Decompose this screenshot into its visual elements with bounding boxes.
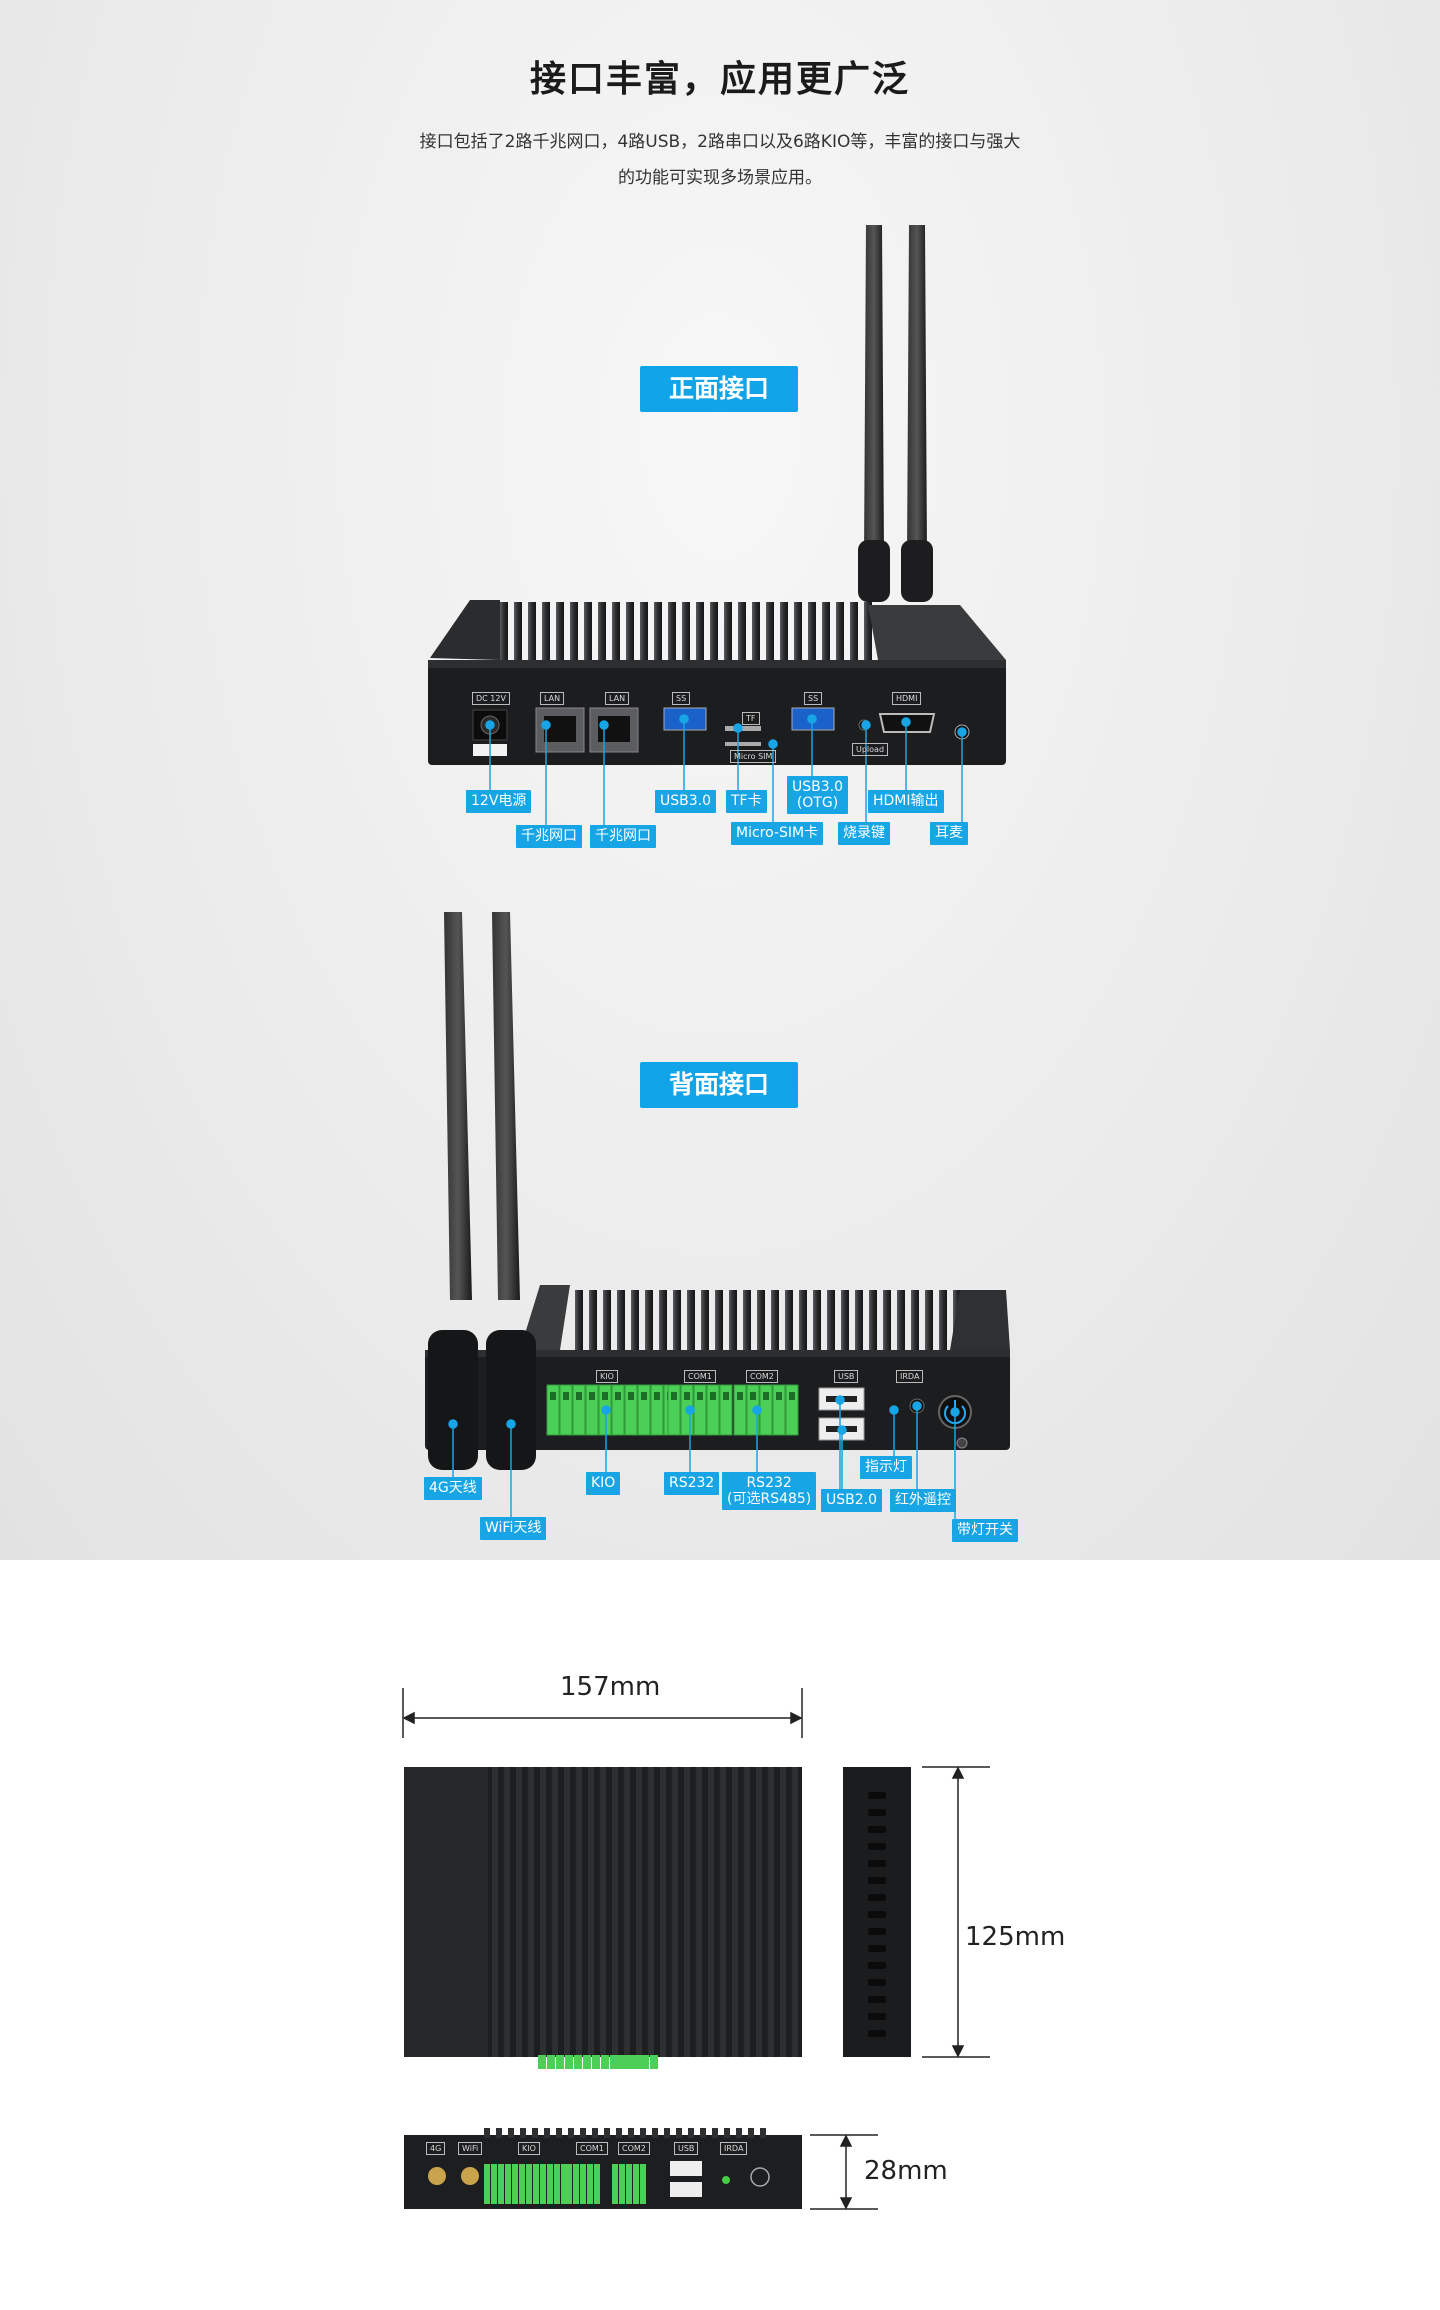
- dimension-drawings: [402, 1688, 990, 2210]
- port-tag-com2: COM2: [746, 1370, 778, 1383]
- label-gigabit-lan2: 千兆网口: [590, 825, 656, 848]
- label-wifi-antenna: WiFi天线: [480, 1517, 547, 1540]
- mini-tag-wifi: WiFi: [458, 2142, 483, 2155]
- page-title: 接口丰富，应用更广泛: [529, 59, 910, 100]
- label-4g-antenna: 4G天线: [424, 1477, 482, 1500]
- mini-tag-usb: USB: [674, 2142, 699, 2155]
- port-tag-lan1: LAN: [540, 692, 565, 705]
- label-rs232-rs485-line1: RS232: [746, 1475, 792, 1491]
- label-power-switch: 带灯开关: [952, 1519, 1018, 1542]
- front-antennas: [858, 225, 933, 602]
- port-tag-usb: USB: [834, 1370, 859, 1383]
- mini-tag-4g: 4G: [426, 2142, 446, 2155]
- mini-tag-com1: COM1: [576, 2142, 608, 2155]
- port-tag-tf: TF: [742, 712, 760, 725]
- label-hdmi-out: HDMI输出: [868, 790, 944, 813]
- port-tag-ss1: SS: [672, 692, 691, 705]
- label-rs232-rs485: RS232 (可选RS485): [722, 1472, 817, 1510]
- dimension-section: 157mm 125mm 28mm 4G WiFi KIO COM1 COM2 U…: [0, 1560, 1440, 2310]
- intro-text-line1: 接口包括了2路千兆网口，4路USB，2路串口以及6路KIO等，丰富的接口与强大: [419, 132, 1021, 152]
- label-ear-mic: 耳麦: [930, 822, 968, 845]
- mini-tag-com2: COM2: [618, 2142, 650, 2155]
- back-device-illustration: [425, 912, 1010, 1520]
- port-tag-kio: KIO: [596, 1370, 618, 1383]
- label-12v-power: 12V电源: [466, 790, 532, 813]
- port-tag-dc: DC 12V: [472, 692, 510, 705]
- label-usb30-otg: USB3.0 (OTG): [787, 776, 849, 814]
- label-kio: KIO: [586, 1472, 621, 1495]
- port-tag-microsim: Micro SIM: [730, 750, 777, 763]
- port-tag-hdmi: HDMI: [892, 692, 922, 705]
- dimension-width-label: 157mm: [560, 1672, 661, 1702]
- label-tf-card: TF卡: [726, 790, 767, 813]
- label-rs232: RS232: [664, 1472, 720, 1495]
- mini-tag-kio: KIO: [518, 2142, 540, 2155]
- front-interface-badge: 正面接口: [640, 366, 798, 412]
- label-ir-remote: 红外遥控: [890, 1489, 956, 1512]
- dimension-depth-label: 125mm: [965, 1922, 1066, 1952]
- product-interface-section: 接口丰富，应用更广泛 接口包括了2路千兆网口，4路USB，2路串口以及6路KIO…: [0, 0, 1440, 1560]
- port-tag-upload: Upload: [852, 743, 889, 756]
- label-usb30-otg-line1: USB3.0: [792, 779, 844, 795]
- intro-text-line2: 的功能可实现多场景应用。: [618, 168, 822, 188]
- label-usb30-otg-line2: (OTG): [796, 795, 839, 811]
- port-tag-ss2: SS: [804, 692, 823, 705]
- label-micro-sim: Micro-SIM卡: [731, 822, 824, 845]
- port-tag-lan2: LAN: [605, 692, 630, 705]
- port-tag-irda: IRDA: [896, 1370, 924, 1383]
- label-burn-key: 烧录键: [838, 822, 890, 845]
- port-tag-com1: COM1: [684, 1370, 716, 1383]
- mini-tag-irda: IRDA: [720, 2142, 748, 2155]
- label-indicator: 指示灯: [860, 1456, 912, 1479]
- label-rs232-rs485-line2: (可选RS485): [727, 1491, 812, 1507]
- label-usb20: USB2.0: [821, 1489, 883, 1512]
- dimension-height-label: 28mm: [864, 2156, 948, 2186]
- label-usb30: USB3.0: [655, 790, 717, 813]
- front-device-illustration: [428, 225, 1006, 826]
- label-gigabit-lan1: 千兆网口: [516, 825, 582, 848]
- back-interface-badge: 背面接口: [640, 1062, 798, 1108]
